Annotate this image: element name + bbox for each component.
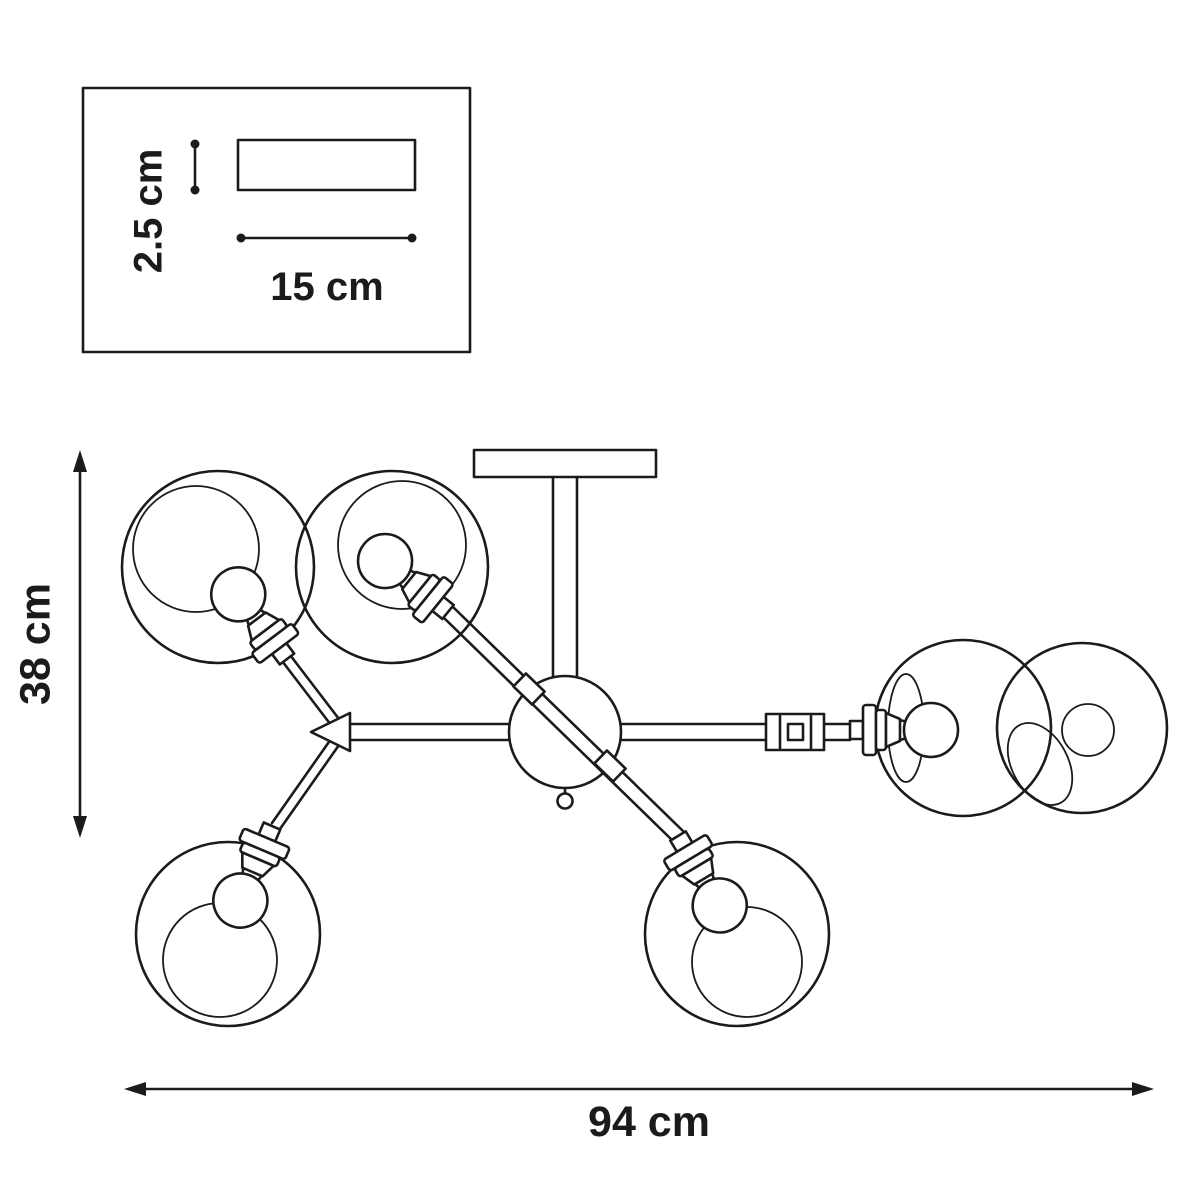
globe-glass [995,641,1169,815]
thickness-label: 2.5 cm [127,149,171,274]
globe-right-back [995,641,1169,815]
length-label: 15 cm [270,265,383,309]
globe-bottom-left [134,814,322,1028]
thickness-dimension-line [190,139,200,195]
arrowhead-right [1132,1082,1154,1096]
diagonal-arm-clamp-upper [512,672,546,706]
socket-bottom-center [653,820,759,944]
inset-panel-border [81,86,472,354]
socket-right [848,701,960,759]
y-junction [309,711,352,753]
finial-knob [556,786,574,810]
left-horizontal-arm [348,722,512,742]
right-arm-coupler [764,712,826,752]
globe-opening-rim [132,485,260,613]
globe-glass [294,469,490,665]
socket-top-center [345,521,467,635]
globe-top-center [294,469,490,665]
width-dimension: 94 cm [124,1082,1154,1146]
down-rod [551,475,579,680]
diagonal-arm [441,605,685,843]
globe-glass [643,840,831,1028]
ceiling-plate [472,448,658,479]
diagonal-arm-clamp-lower [593,749,627,783]
height-dimension: 38 cm [11,450,87,838]
arrowhead-left [124,1082,146,1096]
socket-bottom-left [203,814,299,938]
arrowhead-down [73,816,87,838]
height-label: 38 cm [11,583,59,705]
globe-top-left [120,469,316,677]
globe-opening-rim [337,480,467,610]
arrowhead-up [73,450,87,472]
globe-opening-rim [1006,722,1074,806]
globe-glass [134,840,322,1028]
lower-left-arm [270,737,341,831]
inner-bulb-outline [1061,703,1115,757]
globe-bottom-center [643,820,831,1028]
chandelier-drawing [120,448,1169,1028]
globe-glass [120,469,316,665]
width-label: 94 cm [588,1098,710,1146]
canopy-profile-rect [236,138,417,192]
upper-left-arm [277,649,341,727]
inset-panel: 2.5 cm 15 cm [81,86,472,354]
length-dimension-line [236,233,417,243]
